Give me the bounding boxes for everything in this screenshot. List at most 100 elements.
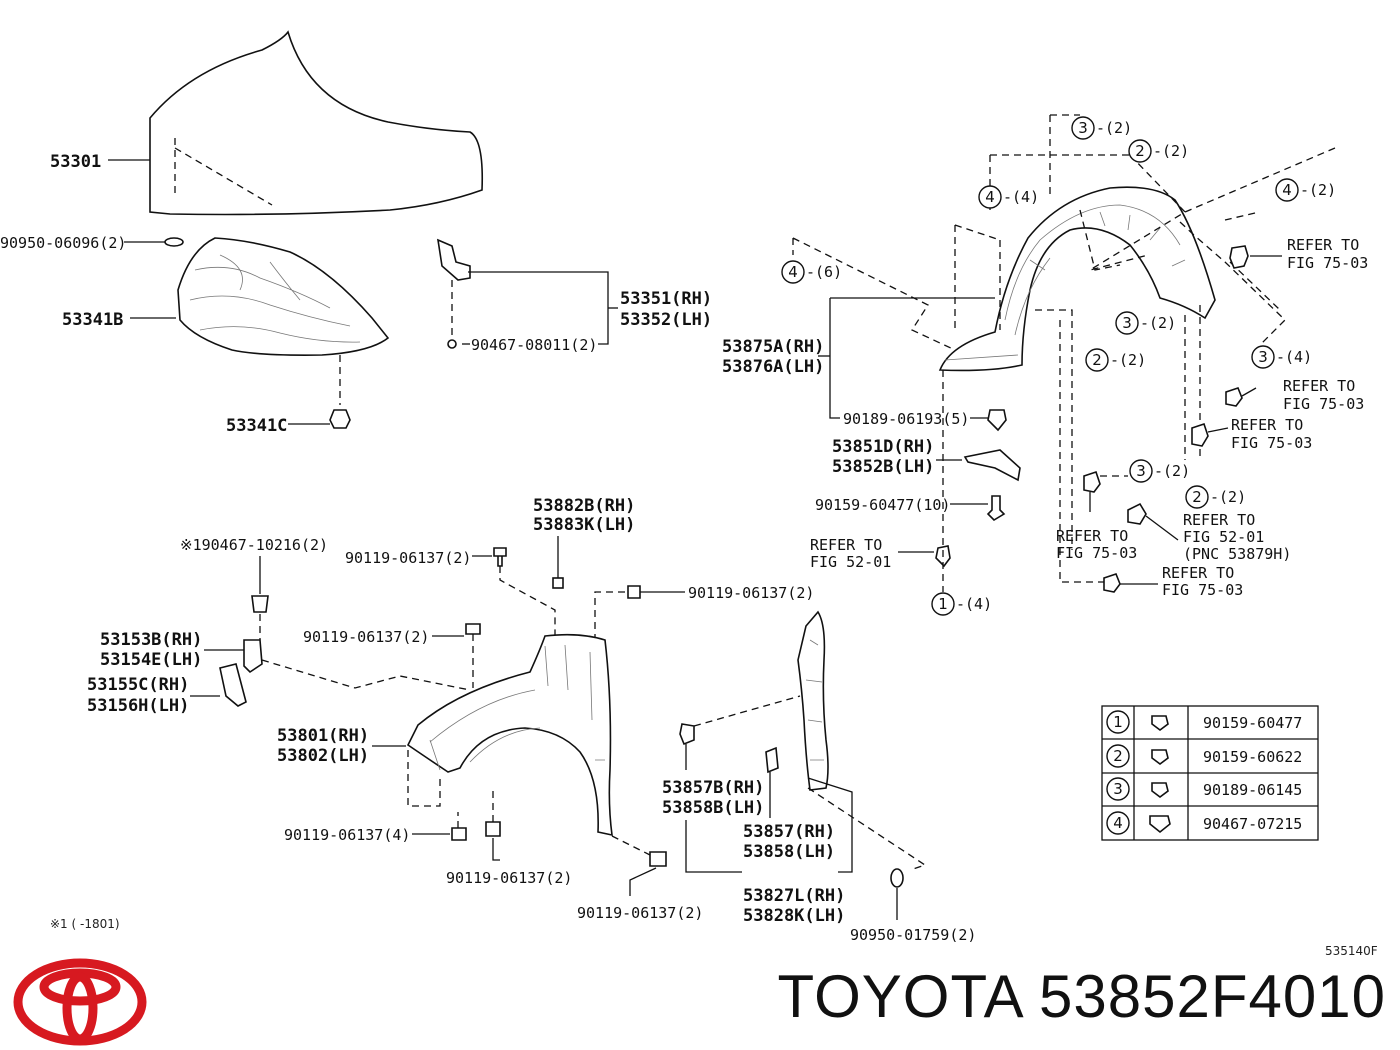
clip-note-label: ※190467-10216(2) bbox=[180, 536, 328, 554]
refer-6-line2: FIG 75-03 bbox=[1162, 581, 1243, 599]
legend-part-number: 90159-60622 bbox=[1203, 748, 1302, 766]
legend-num: 2 bbox=[1113, 747, 1123, 765]
bolt-c-part bbox=[465, 623, 481, 635]
seal-rh-label: 53851D(RH) bbox=[832, 437, 934, 457]
hood-hinge-part bbox=[436, 238, 471, 281]
liner-screw-part bbox=[987, 409, 1007, 432]
callout-4b-icon bbox=[1275, 178, 1299, 202]
callout-3b-num: 3 bbox=[1122, 314, 1132, 332]
legend-row: 4 90467-07215 bbox=[1106, 811, 1302, 835]
callout-4a-qty: -(4) bbox=[1003, 188, 1039, 206]
hood-label: 53301 bbox=[50, 152, 101, 172]
hood-seal-label: 90950-06096(2) bbox=[0, 234, 126, 252]
legend-part-number: 90159-60477 bbox=[1203, 714, 1302, 732]
refer-clip-3-icon bbox=[1191, 422, 1209, 447]
bracket3-lh-label: 53156H(LH) bbox=[87, 696, 189, 716]
legend-row: 2 90159-60622 bbox=[1106, 744, 1302, 768]
callout-4c-num: 4 bbox=[788, 263, 798, 281]
legend-part-number: 90467-07215 bbox=[1203, 815, 1302, 833]
refer-2-line1: REFER TO bbox=[1283, 377, 1355, 395]
callout-4b-qty: -(2) bbox=[1300, 181, 1336, 199]
bolt-e-label: 90119-06137(2) bbox=[446, 869, 572, 887]
brand-title: TOYOTA 53852F4010 bbox=[777, 963, 1386, 1030]
refer-clip-1-icon bbox=[1229, 245, 1249, 269]
seal-part bbox=[963, 449, 1021, 482]
callout-3c-num: 3 bbox=[1258, 348, 1268, 366]
bracket2-part bbox=[243, 639, 263, 674]
bolt-b-label: 90119-06137(2) bbox=[688, 584, 814, 602]
refer-clip-4-icon bbox=[1083, 470, 1101, 493]
callout-3c-icon bbox=[1251, 345, 1275, 369]
legend-part-number: 90189-06145 bbox=[1203, 781, 1302, 799]
bolt-d-part bbox=[451, 827, 467, 841]
bracket-lh-label: 53883K(LH) bbox=[533, 515, 635, 535]
refer-1-line1: REFER TO bbox=[1287, 236, 1359, 254]
hood-insulator-part bbox=[177, 237, 390, 356]
refer-5-line2: FIG 52-01 bbox=[1183, 528, 1264, 546]
fastener-legend-table: 1 90159-60477 2 90159-60622 3 90189-0614… bbox=[1101, 705, 1319, 841]
callout-2a-icon bbox=[1128, 139, 1152, 163]
bolt-e-part bbox=[485, 821, 501, 837]
callout-2b-icon bbox=[1085, 348, 1109, 372]
refer-2-line2: FIG 75-03 bbox=[1283, 395, 1364, 413]
callout-2c-num: 2 bbox=[1192, 488, 1202, 506]
callout-4c-icon bbox=[781, 260, 805, 284]
legend-num-icon bbox=[1106, 710, 1130, 734]
refer-1-line2: FIG 75-03 bbox=[1287, 254, 1368, 272]
hood-seal-part bbox=[164, 237, 184, 247]
liner-screw-label: 90189-06193(5) bbox=[843, 410, 969, 428]
refer-6-line1: REFER TO bbox=[1162, 564, 1234, 582]
hinge-bolt-part bbox=[447, 339, 457, 349]
callout-2a-qty: -(2) bbox=[1153, 142, 1189, 160]
bolt-f-label: 90119-06137(2) bbox=[577, 904, 703, 922]
bolt-a-part bbox=[493, 547, 507, 567]
refer-4-line2: FIG 75-03 bbox=[1056, 544, 1137, 562]
bolt-b-part bbox=[627, 585, 641, 599]
protector-lh-label: 53858(LH) bbox=[743, 842, 835, 862]
cushion-rh-label: 53857B(RH) bbox=[662, 778, 764, 798]
bolt-icon bbox=[1151, 715, 1169, 731]
callout-4a-num: 4 bbox=[985, 188, 995, 206]
bolt-c-label: 90119-06137(2) bbox=[303, 628, 429, 646]
callout-3b-qty: -(2) bbox=[1140, 314, 1176, 332]
bracket3-rh-label: 53155C(RH) bbox=[87, 675, 189, 695]
refer-4-line1: REFER TO bbox=[1056, 527, 1128, 545]
cushion-lh-label: 53858B(LH) bbox=[662, 798, 764, 818]
refer-clip-2-icon bbox=[1225, 387, 1243, 407]
protector-clip-part bbox=[765, 746, 779, 774]
liner-rh-label: 53875A(RH) bbox=[722, 337, 824, 357]
callout-3a-num: 3 bbox=[1078, 119, 1088, 137]
fender-lh-label: 53802(LH) bbox=[277, 746, 369, 766]
bolt-d-label: 90119-06137(4) bbox=[284, 826, 410, 844]
callout-3c-qty: -(4) bbox=[1276, 348, 1312, 366]
figure-code-label: 535140F bbox=[1325, 944, 1378, 958]
protector-rh-label: 53857(RH) bbox=[743, 822, 835, 842]
clip-icon bbox=[1149, 815, 1171, 834]
callout-1a-num: 1 bbox=[938, 595, 948, 613]
callout-3a-icon bbox=[1071, 116, 1095, 140]
hinge-bolt-label: 90467-08011(2) bbox=[471, 336, 597, 354]
callout-2a-num: 2 bbox=[1135, 142, 1145, 160]
liner-lh-label: 53876A(LH) bbox=[722, 357, 824, 377]
grommet-label: 90950-01759(2) bbox=[850, 926, 976, 944]
fender-rh-label: 53801(RH) bbox=[277, 726, 369, 746]
seal-lh-label: 53852B(LH) bbox=[832, 457, 934, 477]
callout-3a-qty: -(2) bbox=[1096, 119, 1132, 137]
legend-num: 4 bbox=[1113, 814, 1123, 832]
bracket-rh-label: 53882B(RH) bbox=[533, 496, 635, 516]
hinge-lh-label: 53352(LH) bbox=[620, 310, 712, 330]
grommet-part bbox=[890, 868, 904, 888]
callout-2b-num: 2 bbox=[1092, 351, 1102, 369]
legend-num-icon bbox=[1106, 744, 1130, 768]
hood-insulator-label: 53341B bbox=[62, 310, 123, 330]
refer-5-line1: REFER TO bbox=[1183, 511, 1255, 529]
callout-4b-num: 4 bbox=[1282, 181, 1292, 199]
seal-bolt-part bbox=[986, 495, 1006, 522]
legend-row: 1 90159-60477 bbox=[1106, 710, 1302, 734]
seal2-lh-label: 53828K(LH) bbox=[743, 906, 845, 926]
callout-3d-icon bbox=[1129, 459, 1153, 483]
bracket2-lh-label: 53154E(LH) bbox=[100, 650, 202, 670]
callout-1a-icon bbox=[931, 592, 955, 616]
callout-2b-qty: -(2) bbox=[1110, 351, 1146, 369]
refer-5-line3: (PNC 53879H) bbox=[1183, 545, 1291, 563]
